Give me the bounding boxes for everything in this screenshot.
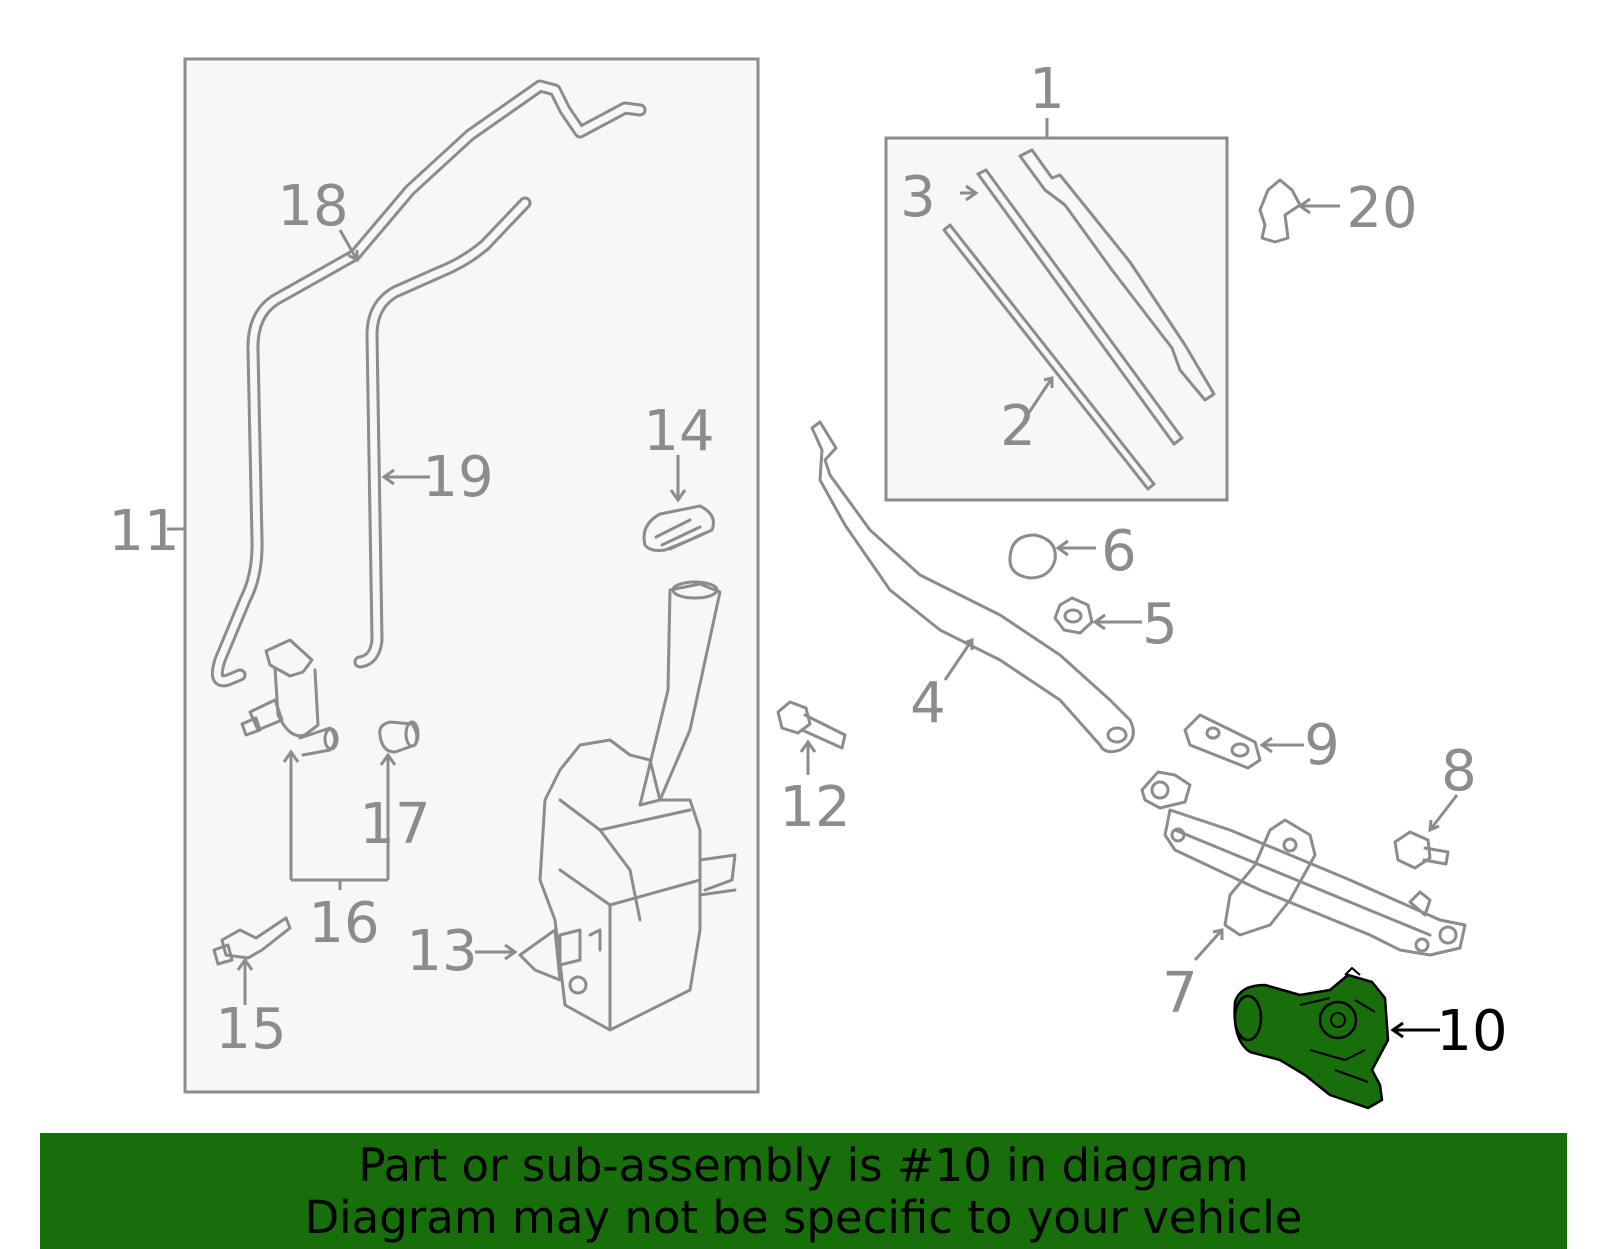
blade-rubber-part-2[interactable] [942, 223, 1156, 491]
washer-nozzle-part-15[interactable] [212, 916, 292, 966]
arm-cap-part-6[interactable] [1008, 533, 1057, 580]
callout-14[interactable]: 14 [643, 399, 714, 464]
washer-hose-part-18[interactable] [210, 79, 647, 688]
callout-20[interactable]: 20 [1346, 176, 1417, 241]
callout-3[interactable]: 3 [900, 165, 936, 230]
callout-15[interactable]: 15 [215, 997, 286, 1062]
callout-11[interactable]: 11 [108, 499, 179, 564]
callout-13[interactable]: 13 [406, 919, 477, 984]
callout-2[interactable]: 2 [1000, 394, 1036, 459]
bolt-part-8[interactable] [1393, 830, 1450, 870]
wiper-linkage-part-7[interactable] [1140, 770, 1467, 957]
wiper-arm-part-4[interactable] [810, 420, 1135, 754]
leader-lines [167, 118, 1459, 1039]
callout-17[interactable]: 17 [359, 792, 430, 857]
blade-insert-part-3[interactable] [976, 168, 1184, 446]
callout-10[interactable]: 10 [1436, 999, 1507, 1064]
callout-8[interactable]: 8 [1441, 739, 1477, 804]
banner-line-2: Diagram may not be specific to your vehi… [304, 1191, 1303, 1244]
washer-reservoir-part-13[interactable] [518, 580, 737, 1032]
washer-group-box [183, 57, 760, 1094]
callout-1[interactable]: 1 [1029, 57, 1065, 122]
reservoir-cap-part-14[interactable] [642, 504, 715, 552]
callout-12[interactable]: 12 [779, 775, 850, 840]
wiper-blade-part-1[interactable] [1018, 148, 1216, 402]
callout-labels: 1 2 3 4 5 6 7 8 9 10 11 12 13 14 15 16 1… [108, 57, 1507, 1064]
clip-part-20[interactable] [1258, 178, 1302, 244]
washer-hose-part-19[interactable] [353, 196, 532, 669]
wiper-motor-part-10[interactable] [1233, 966, 1390, 1110]
grommet-part-17[interactable] [378, 720, 420, 754]
nut-part-5[interactable] [1053, 596, 1094, 635]
washer-pump-part-16[interactable] [240, 638, 339, 757]
bolt-part-12[interactable] [776, 700, 847, 750]
callout-4[interactable]: 4 [910, 671, 946, 736]
parts-diagram: 1 2 3 4 5 6 7 8 9 10 11 12 13 14 15 16 1… [108, 57, 1508, 1110]
callout-18[interactable]: 18 [277, 174, 348, 239]
callout-6[interactable]: 6 [1101, 519, 1137, 584]
info-banner: Part or sub-assembly is #10 in diagram D… [40, 1133, 1567, 1249]
callout-19[interactable]: 19 [422, 445, 493, 510]
banner-line-1: Part or sub-assembly is #10 in diagram [358, 1139, 1249, 1192]
bracket-part-9[interactable] [1183, 713, 1262, 770]
callout-16[interactable]: 16 [308, 891, 379, 956]
callout-5[interactable]: 5 [1142, 592, 1178, 657]
callout-9[interactable]: 9 [1304, 713, 1340, 778]
blade-group-box [884, 136, 1229, 502]
callout-7[interactable]: 7 [1162, 961, 1198, 1026]
